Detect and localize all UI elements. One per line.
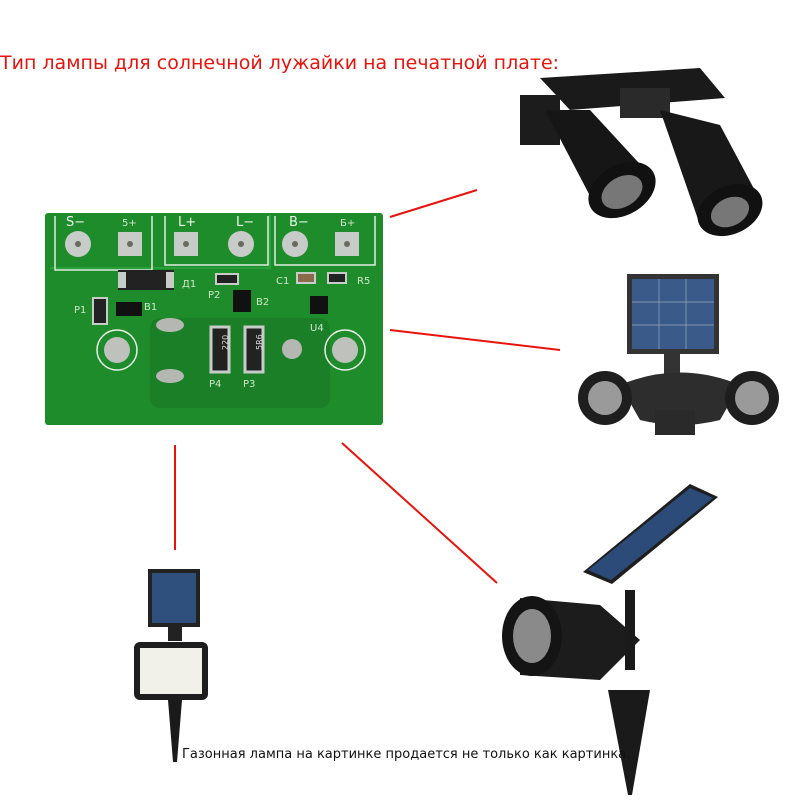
component-label: P2 [208,290,220,301]
component-label: P4 [209,379,221,390]
connector-line-4 [341,442,498,584]
mounting-holes [96,329,366,371]
component-label: R5 [357,276,370,287]
connector-line-1 [389,189,478,218]
component-label: P1 [74,305,86,316]
resistor-code: 5R6 [255,334,264,350]
connector-line-2 [389,329,561,351]
terminal-label: B− [289,215,309,230]
spot-stake-lamp [502,484,718,795]
terminal-label: 5+ [122,218,137,229]
page-title: Тип лампы для солнечной лужайки на печат… [0,52,560,74]
terminal-label: L− [236,215,254,230]
dual-head-solar-lamp [578,274,779,435]
twin-spotlight-lamp [520,68,763,237]
component-label: U4 [310,323,324,334]
terminal-label: S− [66,215,85,230]
connector-lines [174,189,561,584]
footer-caption: Газонная лампа на картинке продается не … [182,747,631,762]
component-label: B2 [256,297,269,308]
component-label: C1 [276,276,289,287]
component-label: P3 [243,379,255,390]
terminal-label: Б+ [340,218,355,229]
terminal-label: L+ [178,215,196,230]
panel-flood-lamp [134,569,208,762]
pcb-board: S− 5+ L+ L− B− Б+ 220 5R6 Д1 P1 B1 P2 [45,213,383,425]
component-label: B1 [144,302,157,313]
component-label: Д1 [182,279,196,290]
resistor-code: 220 [221,335,230,350]
